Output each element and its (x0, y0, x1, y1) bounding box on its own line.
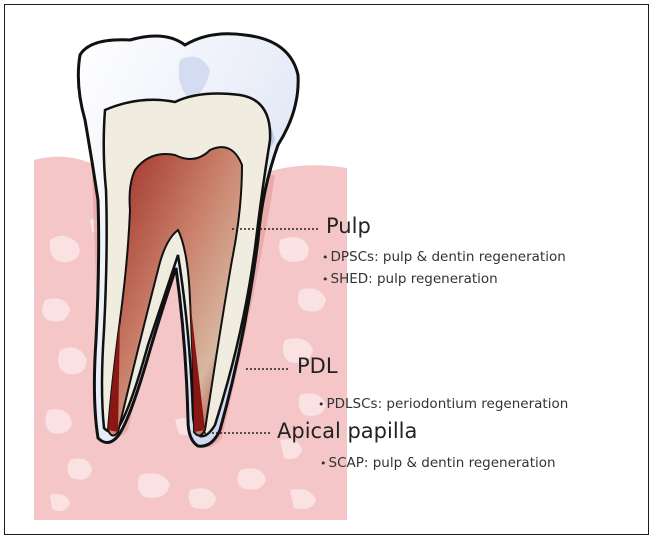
pdl-title: PDL (297, 354, 338, 378)
apical-item-scap-text: SCAP: pulp & dentin regeneration (329, 455, 556, 471)
pulp-item-shed: SHED: pulp regeneration (322, 271, 498, 287)
pdl-item-pdlsc: PDLSCs: periodontium regeneration (318, 396, 568, 412)
pulp-item-dpsc-text: DPSCs: pulp & dentin regeneration (331, 249, 566, 265)
pulp-item-dpsc: DPSCs: pulp & dentin regeneration (322, 249, 566, 265)
pulp-title: Pulp (326, 214, 371, 238)
pulp-item-shed-text: SHED: pulp regeneration (331, 271, 498, 287)
apical-papilla-title: Apical papilla (277, 419, 417, 443)
apical-item-scap: SCAP: pulp & dentin regeneration (320, 455, 556, 471)
pdl-item-pdlsc-text: PDLSCs: periodontium regeneration (327, 396, 569, 412)
